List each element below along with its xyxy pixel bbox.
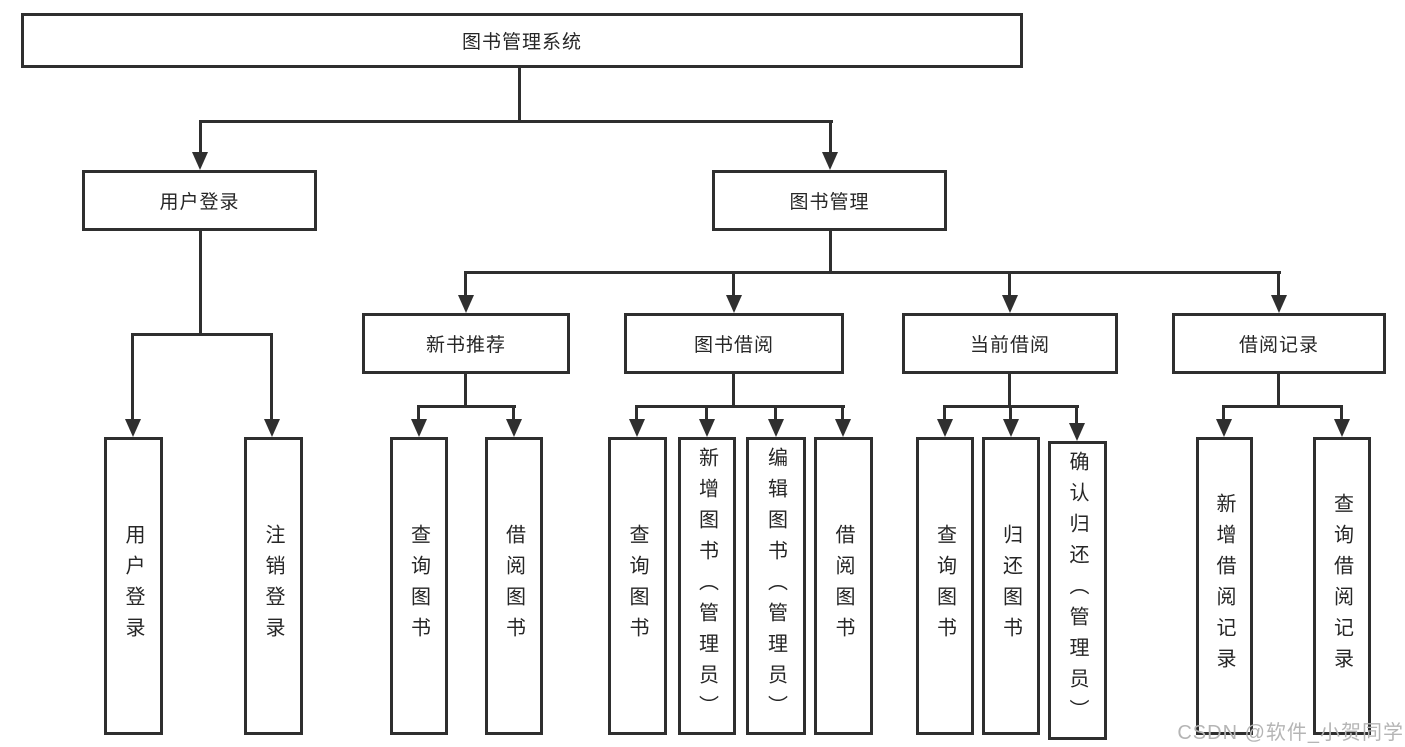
leaf-user-login: 用户登录 — [104, 437, 163, 735]
node-new-book-recommend: 新书推荐 — [362, 313, 570, 374]
connector-to-login — [131, 333, 134, 421]
leaf-label: 查询图书 — [626, 524, 648, 648]
leaf-current-confirm-return-admin: 确认归还（管理员） — [1048, 441, 1107, 740]
connector-leaf — [1340, 405, 1343, 421]
arrowhead-down-icon — [1334, 419, 1350, 437]
leaf-records-query-record: 查询借阅记录 — [1313, 437, 1371, 735]
leaf-logout: 注销登录 — [244, 437, 303, 735]
leaf-label: 查询借阅记录 — [1330, 493, 1353, 679]
arrowhead-down-icon — [1271, 295, 1287, 313]
connector-borrow-branch — [635, 405, 845, 408]
leaf-borrow-query-books: 查询图书 — [608, 437, 667, 735]
leaf-label: 用户登录 — [122, 524, 144, 648]
connector-leaf — [774, 405, 777, 421]
arrowhead-down-icon — [699, 419, 715, 437]
leaf-label: 借阅图书 — [502, 524, 525, 648]
connector-records-branch — [1222, 405, 1343, 408]
connector-leaf — [943, 405, 946, 421]
arrowhead-down-icon — [937, 419, 953, 437]
leaf-current-query-books: 查询图书 — [916, 437, 974, 735]
connector-to-borrow — [732, 271, 735, 297]
leaf-label: 借阅图书 — [832, 524, 854, 648]
connector-leaf — [1075, 405, 1078, 425]
connector-current-drop — [1008, 374, 1011, 407]
connector-to-book-mgmt — [829, 120, 832, 154]
connector-leaf — [512, 405, 515, 421]
leaf-recommend-query-books: 查询图书 — [390, 437, 448, 735]
arrowhead-down-icon — [768, 419, 784, 437]
leaf-label: 查询图书 — [933, 524, 956, 648]
connector-to-user-login — [199, 120, 202, 154]
connector-book-mgmt-drop — [829, 231, 832, 274]
connector-recommend-branch — [417, 405, 516, 408]
arrowhead-down-icon — [411, 419, 427, 437]
arrowhead-down-icon — [1003, 419, 1019, 437]
node-user-login: 用户登录 — [82, 170, 317, 231]
csdn-watermark: CSDN @软件_小贺同学 — [1177, 722, 1404, 744]
connector-borrow-drop — [732, 374, 735, 407]
leaf-label: 编辑图书（管理员） — [764, 446, 787, 726]
node-borrow-records: 借阅记录 — [1172, 313, 1386, 374]
connector-leaf — [1009, 405, 1012, 421]
leaf-borrow-edit-books-admin: 编辑图书（管理员） — [746, 437, 806, 735]
connector-level3-branch — [464, 271, 1281, 274]
connector-leaf — [705, 405, 708, 421]
arrowhead-down-icon — [1216, 419, 1232, 437]
connector-to-current — [1008, 271, 1011, 297]
connector-level1-branch — [199, 120, 833, 123]
leaf-current-return-books: 归还图书 — [982, 437, 1040, 735]
connector-leaf — [841, 405, 844, 421]
connector-user-login-drop — [199, 231, 202, 335]
arrowhead-down-icon — [1002, 295, 1018, 313]
connector-recommend-drop — [464, 374, 467, 407]
leaf-borrow-add-books-admin: 新增图书（管理员） — [678, 437, 736, 735]
leaf-label: 确认归还（管理员） — [1066, 451, 1088, 730]
arrowhead-down-icon — [125, 419, 141, 437]
node-root-library-system: 图书管理系统 — [21, 13, 1023, 68]
connector-leaf — [635, 405, 638, 421]
arrowhead-down-icon — [822, 152, 838, 170]
leaf-label: 新增借阅记录 — [1213, 493, 1235, 679]
connector-root-drop — [518, 68, 521, 121]
leaf-records-add-record: 新增借阅记录 — [1196, 437, 1253, 735]
arrowhead-down-icon — [726, 295, 742, 313]
leaf-label: 注销登录 — [262, 524, 284, 648]
connector-to-records — [1277, 271, 1280, 297]
node-book-borrow: 图书借阅 — [624, 313, 844, 374]
leaf-borrow-borrow-books: 借阅图书 — [814, 437, 873, 735]
arrowhead-down-icon — [192, 152, 208, 170]
arrowhead-down-icon — [264, 419, 280, 437]
arrowhead-down-icon — [835, 419, 851, 437]
node-current-borrow: 当前借阅 — [902, 313, 1118, 374]
leaf-label: 查询图书 — [407, 524, 430, 648]
connector-user-login-branch — [131, 333, 273, 336]
connector-leaf — [1222, 405, 1225, 421]
arrowhead-down-icon — [1069, 423, 1085, 441]
connector-to-recommend — [464, 271, 467, 297]
node-book-management: 图书管理 — [712, 170, 947, 231]
connector-leaf — [417, 405, 420, 421]
connector-to-logout — [270, 333, 273, 421]
leaf-recommend-borrow-books: 借阅图书 — [485, 437, 543, 735]
arrowhead-down-icon — [506, 419, 522, 437]
arrowhead-down-icon — [629, 419, 645, 437]
connector-records-drop — [1277, 374, 1280, 407]
leaf-label: 新增图书（管理员） — [695, 446, 718, 726]
leaf-label: 归还图书 — [999, 524, 1022, 648]
arrowhead-down-icon — [458, 295, 474, 313]
